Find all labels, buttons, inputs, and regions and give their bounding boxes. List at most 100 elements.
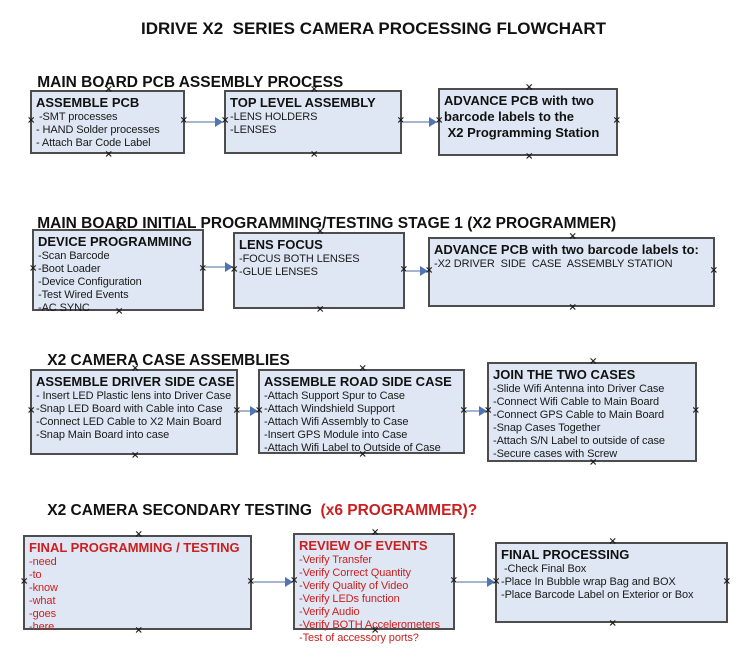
connection-handle-bottom: × [568,302,577,313]
arrowhead-icon [487,577,495,587]
connector-line [253,581,287,583]
arrowhead-icon [250,406,258,416]
connection-handle-left: × [484,405,493,416]
connector-arrow-6 [466,406,487,416]
connection-handle-bottom: × [310,149,319,160]
connection-handle-right: × [691,405,700,416]
box-item-line: -Verify Audio [299,606,360,618]
connection-handle-right: × [179,115,188,126]
box-item-line: -Check Final Box [501,563,587,575]
box-header: ASSEMBLE DRIVER SIDE CASE [36,374,235,389]
box-item-line: -LENSES [230,124,277,136]
section-heading-text: X2 CAMERA SECONDARY TESTING [47,502,312,519]
connection-handle-right: × [399,263,408,275]
connection-handle-top: × [115,223,124,234]
section-heading-secondary-testing: X2 CAMERA SECONDARY TESTING (x6 PROGRAMM… [30,484,477,538]
connection-handle-left: × [230,263,239,275]
connector-arrow-5 [239,406,258,416]
arrowhead-icon [215,117,223,127]
box-items: -Scan Barcode-Boot Loader-Device Configu… [34,250,202,315]
connector-arrow-2 [403,117,437,127]
box-item-line: -Connect GPS Cable to Main Board [493,409,665,421]
connector-line [205,266,227,268]
box-item-line: - HAND Solder processes [36,124,160,136]
box-item-line: - Attach Bar Code Label [36,137,151,149]
connector-line [403,121,431,123]
box-item-line: -Attach Windshield Support [264,403,395,415]
connector-line [456,581,489,583]
connection-handle-bottom: × [589,457,598,468]
box-header: ADVANCE PCB with two barcode labels to t… [444,93,600,140]
flow-box-lens-focus: × × × × LENS FOCUS -FOCUS BOTH LENSES-GL… [230,227,408,315]
box-item-line: -Verify BOTH Accelerometers [299,619,440,631]
flow-box-advance-pcb-case-station: × × × × ADVANCE PCB with two barcode lab… [425,232,718,313]
connection-handle-bottom: × [608,618,617,629]
box-item-line: -Verify Quality of Video [299,580,409,592]
box-item-line: -Connect Wifi Cable to Main Board [493,396,660,408]
connection-handle-right: × [612,115,621,126]
flow-box-top-level-assembly: × × × × TOP LEVEL ASSEMBLY -LENS HOLDERS… [221,85,405,160]
flow-box-assemble-driver-side-case: × × × × ASSEMBLE DRIVER SIDE CASE - Inse… [27,364,241,461]
connection-handle-bottom: × [371,625,380,636]
connection-handle-bottom: × [134,625,143,636]
flow-box-advance-pcb-programming: × × × × ADVANCE PCB with two barcode lab… [435,83,621,162]
connection-handle-top: × [310,84,319,95]
connector-arrow-8 [456,577,495,587]
box-items: - Insert LED Plastic lens into Driver Ca… [32,390,236,442]
flow-box-join-two-cases: × × × × JOIN THE TWO CASES -Slide Wifi A… [484,357,700,468]
connector-line [186,121,217,123]
flow-box-assemble-pcb: × × × × ASSEMBLE PCB -SMT processes- HAN… [27,85,188,160]
connection-handle-bottom: × [525,151,534,162]
connection-handle-top: × [134,529,143,540]
connection-handle-top: × [568,231,577,242]
box-item-line: -FOCUS BOTH LENSES [239,253,360,265]
connection-handle-right: × [246,575,255,587]
connection-handle-right: × [232,405,241,416]
box-item-line: -Attach Wifi Assembly to Case [264,416,409,428]
box-item-line: -X2 DRIVER SIDE CASE ASSEMBLY STATION [434,258,673,270]
box-item-line: -GLUE LENSES [239,266,318,278]
connector-line [239,410,252,412]
box-item-line: -Snap Main Board into case [36,429,170,441]
box-item-line: -know [29,582,58,594]
section-heading-case-assemblies: X2 CAMERA CASE ASSEMBLIES [30,334,290,388]
box-header: ASSEMBLE ROAD SIDE CASE [264,374,452,389]
connection-handle-left: × [435,115,444,126]
connector-arrow-7 [253,577,293,587]
connection-handle-top: × [371,527,380,538]
box-item-line: -Snap LED Board with Cable into Case [36,403,223,415]
flow-box-final-processing: × × × × FINAL PROCESSING -Check Final Bo… [492,537,731,629]
box-items: -FOCUS BOTH LENSES-GLUE LENSES [235,253,403,279]
box-items: -SMT processes- HAND Solder processes- A… [32,111,183,150]
connection-handle-right: × [396,115,405,126]
box-item-line: -Place Barcode Label on Exterior or Box [501,589,694,601]
box-item-line: -Snap Cases Together [493,422,601,434]
box-item-line: -Device Configuration [38,276,142,288]
box-header: ASSEMBLE PCB [36,95,140,110]
box-items: -X2 DRIVER SIDE CASE ASSEMBLY STATION [430,258,713,271]
box-items: -Slide Wifi Antenna into Driver Case-Con… [489,383,695,461]
box-item-line: -LENS HOLDERS [230,111,318,123]
connection-handle-bottom: × [104,149,113,160]
box-items: -Check Final Box-Place In Bubble wrap Ba… [497,563,726,602]
box-header: ADVANCE PCB with two barcode labels to: [434,242,699,257]
box-item-line: -Slide Wifi Antenna into Driver Case [493,383,665,395]
box-item-line: -Verify Transfer [299,554,372,566]
box-item-line: -Insert GPS Module into Case [264,429,408,441]
box-item-line: - Insert LED Plastic lens into Driver Ca… [36,390,232,402]
box-item-line: -Verify Correct Quantity [299,567,411,579]
box-item-line: -Place In Bubble wrap Bag and BOX [501,576,676,588]
section-heading-text: MAIN BOARD PCB ASSEMBLY PROCESS [37,74,344,91]
connection-handle-top: × [608,536,617,547]
box-items: -Attach Support Spur to Case-Attach Wind… [260,390,463,455]
box-item-line: -Connect LED Cable to X2 Main Board [36,416,222,428]
flow-box-device-programming: × × × × DEVICE PROGRAMMING -Scan Barcode… [29,224,207,317]
box-item-line: -here [29,621,55,633]
connector-line [406,270,422,272]
box-item-line: -need [29,556,57,568]
box-header: JOIN THE TWO CASES [493,367,636,382]
box-item-line: -Attach S/N Label to outside of case [493,435,665,447]
connection-handle-bottom: × [115,306,124,317]
box-item-line: -Attach Wifi Label to Outside of Case [264,442,441,454]
